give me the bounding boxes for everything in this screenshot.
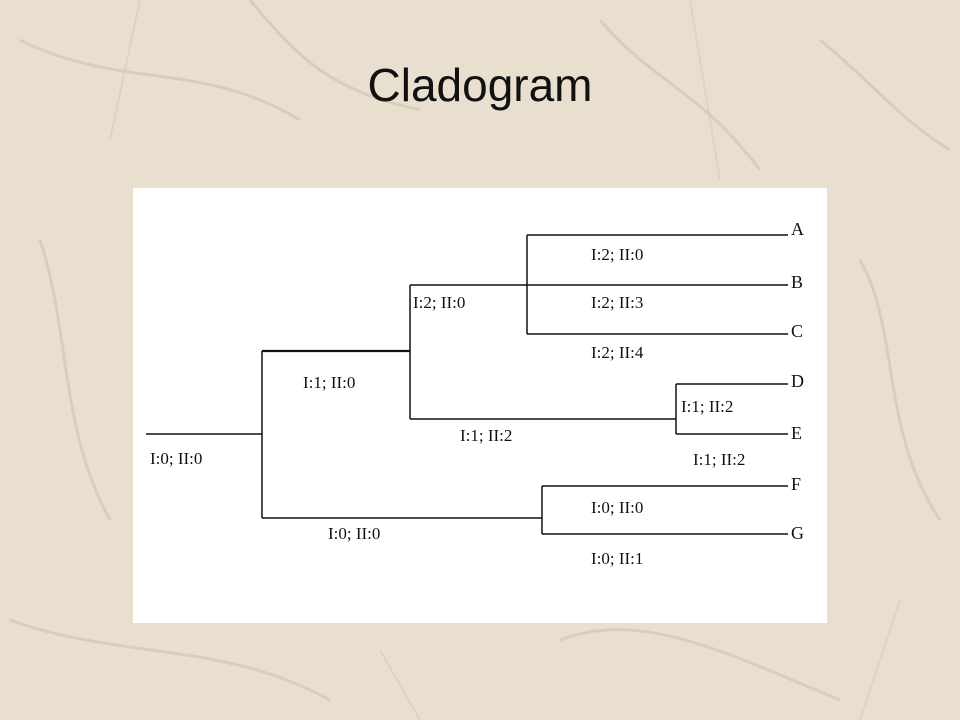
taxon-label-g: G — [791, 523, 804, 543]
taxon-label-e: E — [791, 423, 802, 443]
state-label-upper-clade: I:1; II:0 — [303, 373, 355, 392]
state-label-taxon-e: I:1; II:2 — [693, 450, 745, 469]
state-label-taxon-g: I:0; II:1 — [591, 549, 643, 568]
state-label-taxon-c: I:2; II:4 — [591, 343, 644, 362]
state-label-root: I:0; II:0 — [150, 449, 202, 468]
slide-title: Cladogram — [367, 59, 593, 111]
taxon-label-d: D — [791, 371, 804, 391]
taxon-label-f: F — [791, 474, 801, 494]
state-label-taxon-a: I:2; II:0 — [591, 245, 643, 264]
state-label-taxon-b: I:2; II:3 — [591, 293, 643, 312]
cladogram-diagram: A B C D E F G I:0; II:0 I:1; II:0 I:2; I… — [146, 219, 804, 568]
state-label-abc-clade: I:2; II:0 — [413, 293, 465, 312]
taxon-label-a: A — [791, 219, 804, 239]
cladogram-panel: A B C D E F G I:0; II:0 I:1; II:0 I:2; I… — [133, 188, 827, 623]
taxon-label-c: C — [791, 321, 803, 341]
state-label-lower-clade: I:0; II:0 — [328, 524, 380, 543]
state-label-taxon-f: I:0; II:0 — [591, 498, 643, 517]
state-label-taxon-d: I:1; II:2 — [681, 397, 733, 416]
state-label-de-stem: I:1; II:2 — [460, 426, 512, 445]
taxon-label-b: B — [791, 272, 803, 292]
